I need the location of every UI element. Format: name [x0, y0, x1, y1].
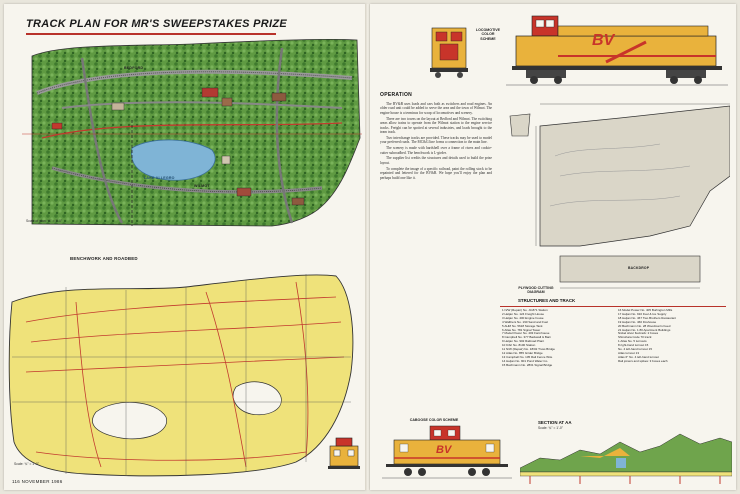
- cross-section-diagram: [520, 433, 732, 484]
- caboose-end-view: [328, 437, 360, 469]
- list-item: 20 Bachmann No. 28 Woodman's Feed: [618, 323, 671, 328]
- list-item: 13 Campbell No. 105 Rail Fence Wire: [502, 354, 553, 359]
- operation-text: The BV&B uses loads and cars both as swi…: [380, 102, 492, 414]
- list-item: 1 N/W (Repair) No. J3-871 Station: [502, 308, 548, 312]
- section-scale: Scale: ¾" = 1'-0": [538, 426, 564, 430]
- caboose-side-view: [382, 425, 512, 479]
- plywood-cutting-diagram: [509, 103, 730, 289]
- benchwork-diagram: [8, 274, 354, 477]
- wilmot-label: WILMOT: [194, 184, 210, 188]
- section-caption: SECTION AT AA: [538, 420, 572, 425]
- list-item: 1 Atlas No. 5 turnouts: [618, 339, 647, 344]
- operation-paragraph: The scenery is made with hardshell over …: [380, 146, 492, 155]
- left-page: TRACK PLAN FOR MR'S SWEEPSTAKES PRIZE: [4, 4, 366, 490]
- list-item: 3 Heljan No. 400 Engine house: [502, 315, 544, 320]
- list-item: 7 Model Power No. 403 Farmhouse: [502, 331, 550, 336]
- locomotive-caption: LOCOMOTIVE COLOR SCHEME: [475, 28, 501, 41]
- scale-note-bench: Scale: ¾" = 1'-0": [14, 462, 40, 466]
- caboose-logo: BV: [436, 444, 452, 456]
- list-item: 19 Heljan No. 460 Firehouse: [618, 319, 657, 324]
- list-item: 11 N/W (Repair) No. 18/02 Truss Bridge: [502, 347, 555, 352]
- list-item: 6 Atlas No. 781 Signal Tower: [502, 327, 541, 332]
- list-item: 9 Heljan No. 902 Railroad Plant: [502, 339, 545, 344]
- operation-heading: OPERATION: [380, 92, 413, 98]
- caboose-caption: CABOOSE COLOR SCHEME: [409, 418, 459, 422]
- list-item: Rail joiners and spikes: 3 boxes each: [618, 358, 668, 363]
- list-item: Atlas turnout 13: [618, 350, 640, 355]
- backdrop-label: BACKDROP: [628, 266, 650, 270]
- list-item: 4 Walthers No. 190 Sand and Fuel: [502, 319, 548, 324]
- operation-paragraph: The supplier list credits the structures…: [380, 156, 492, 165]
- list-item: No. 4 left-hand turnout 15: [618, 347, 653, 352]
- benchwork-title: BENCHWORK AND ROADBED: [70, 256, 138, 261]
- list-item: 10 Kibri No. 8100 Station: [502, 343, 536, 348]
- list-item: 8 Campbell No. 377 Backwall & Barn: [502, 335, 552, 340]
- page-folio: 116 NOVEMBER 1986: [12, 479, 63, 484]
- scale-note-top: Scale of plan: ¼" = 1'-0": [26, 219, 63, 223]
- operation-paragraph: There are two towns on the layout at Bed…: [380, 116, 492, 134]
- lake-label: LAKE ALLEGRO: [144, 176, 175, 180]
- page-headline: TRACK PLAN FOR MR'S SWEEPSTAKES PRIZE: [26, 18, 288, 30]
- operation-paragraph: The BV&B uses loads and cars both as swi…: [380, 102, 492, 115]
- list-item: 17 Heljan No. 910 Fuel & Ice Supply: [618, 311, 667, 316]
- structures-list-left: 1 N/W (Repair) No. J3-871 Station 2 Helj…: [502, 308, 612, 368]
- structures-heading: STRUCTURES AND TRACK: [518, 298, 576, 303]
- list-item: 5 AHM No. 5618 Storage Tank: [502, 323, 543, 328]
- locomotive-side-view: [506, 15, 728, 86]
- list-item: Shinohara Code 70 track:: [618, 335, 653, 340]
- locomotive-end-view: [430, 27, 468, 78]
- list-item: 15 Bachmann No. 2831 Signal Bridge: [502, 362, 553, 367]
- right-page: LOCOMOTIVE COLOR SCHEME BV OPERATION The…: [370, 4, 736, 490]
- track-plan-map: [22, 38, 362, 227]
- structures-rule: [500, 306, 726, 307]
- operation-paragraph: To complete the image of a specific rail…: [380, 166, 492, 180]
- list-item: 2 Heljan No. 124 Freight House: [502, 311, 545, 316]
- headline-rule: [26, 33, 276, 35]
- bedford-label: BEDFORD: [124, 66, 144, 70]
- locomotive-logo: BV: [592, 32, 615, 49]
- list-item: 12 Atlas No. 855 Girder Bridge: [502, 350, 543, 355]
- gutter: [365, 4, 371, 490]
- list-item: 14 Heljan No. 901 Pond Water Co.: [502, 358, 549, 363]
- list-item: Atlas 6" No. 4 left-hand turnout: [618, 354, 659, 359]
- plywood-caption: PLYWOOD CUTTING DIAGRAM: [518, 286, 554, 295]
- operation-paragraph: Two interchange tracks are provided. The…: [380, 135, 492, 145]
- list-item: 8 right-hand turnout 15: [618, 343, 649, 348]
- list-item: 16 Model Power No. 405 Burlington Mills: [618, 308, 673, 312]
- list-item: 18 Heljan No. 467 Two Brothers Restauran…: [618, 315, 676, 320]
- list-item: Nickel silver flextrack: 2 boxes: [618, 331, 659, 336]
- list-item: 21 Heljan No. 1 80 Apartment Buildings: [618, 327, 671, 332]
- structures-list-right: 16 Model Power No. 405 Burlington Mills …: [618, 308, 732, 364]
